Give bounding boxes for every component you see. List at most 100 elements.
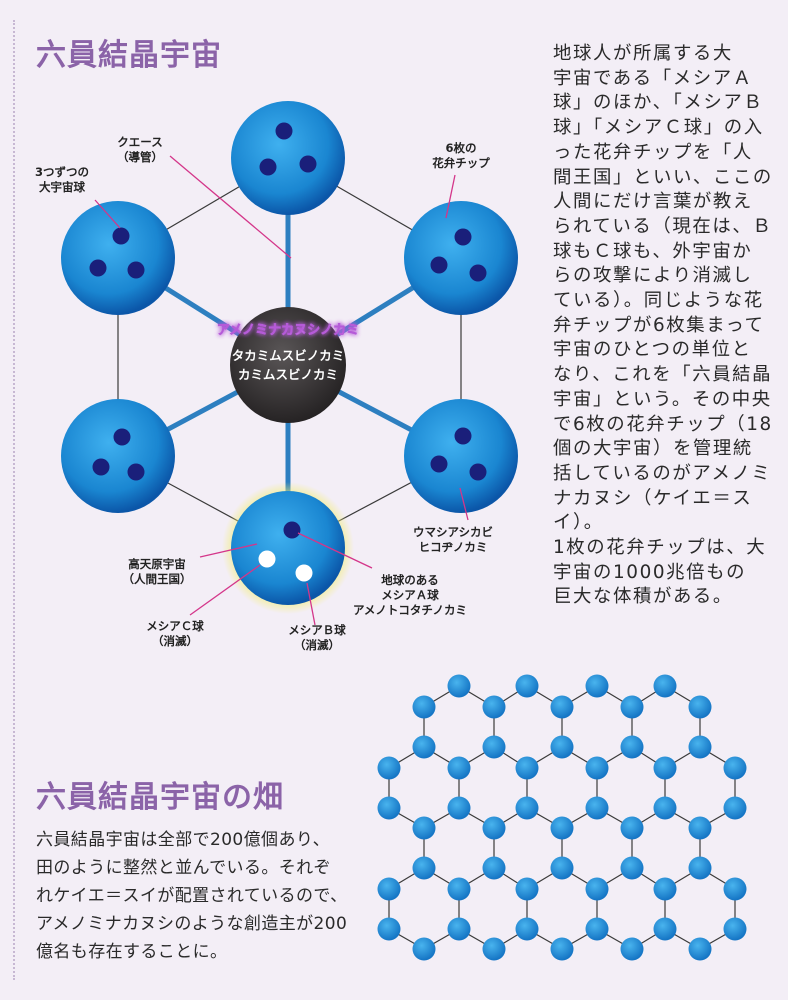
messiah-b-leader-line	[306, 582, 316, 626]
honeycomb-field	[377, 674, 747, 961]
honeycomb-node	[377, 877, 401, 901]
center-sphere	[230, 307, 346, 423]
description-line: 個の大宇宙）を管理統	[553, 438, 753, 460]
honeycomb-node	[723, 756, 747, 780]
kuesu-leader-line	[169, 155, 292, 259]
honeycomb-node	[723, 877, 747, 901]
center-name-takamimusubi: タカミムスビノカミ	[232, 348, 345, 363]
takamagahara-label: 高天原宇宙	[128, 557, 186, 571]
honeycomb-node	[447, 917, 471, 941]
umashiashikabi-label: ウマシアシカビ	[413, 525, 493, 539]
description-line: 巨大な体積がある。	[553, 586, 733, 608]
honeycomb-node	[550, 735, 574, 759]
description-line: 宇宙のひとつの単位と	[553, 339, 752, 361]
field-description-line: 億名も存在することに。	[36, 942, 228, 962]
honeycomb-node	[515, 917, 539, 941]
honeycomb-node	[550, 816, 574, 840]
honeycomb-node	[653, 877, 677, 901]
universe-spheres	[61, 101, 518, 614]
honeycomb-node	[688, 937, 712, 961]
description-line: 地球人が所属する大	[553, 43, 733, 64]
universe-dot	[112, 227, 130, 245]
honeycomb-node	[653, 674, 677, 698]
universe-dot	[275, 122, 293, 140]
universe-dot	[469, 463, 487, 481]
universe-dot	[113, 428, 131, 446]
takamagahara-leader-line	[199, 543, 258, 558]
honeycomb-node	[688, 816, 712, 840]
description-line: 宇宙」という。その中央	[553, 388, 772, 410]
description-line: った花弁チップを「人	[553, 141, 753, 163]
universe-dot	[454, 427, 472, 445]
kuesu-label: （導管）	[117, 150, 163, 164]
three-spheres-label: 大宇宙球	[39, 180, 85, 194]
universe-sphere	[61, 201, 175, 315]
universe-dot	[454, 228, 472, 246]
universe-dot	[259, 158, 277, 176]
messiah-b-label: メシアＢ球	[288, 623, 346, 637]
honeycomb-node	[482, 695, 506, 719]
page-title: 六員結晶宇宙	[36, 38, 222, 73]
honeycomb-node	[585, 917, 609, 941]
umashiashikabi-leader-line	[459, 487, 469, 521]
honeycomb-node	[688, 856, 712, 880]
universe-sphere	[231, 491, 345, 605]
universe-dot	[469, 264, 487, 282]
description-line: なり、これを「六員結晶	[553, 364, 773, 386]
honeycomb-node	[412, 856, 436, 880]
honeycomb-node	[482, 816, 506, 840]
honeycomb-node	[447, 796, 471, 820]
description-line: 球もＣ球も、外宇宙か	[553, 240, 753, 262]
field-description-line: れケイエ＝スイが配置されているので、	[36, 886, 348, 906]
honeycomb-node	[447, 756, 471, 780]
kuesu-label: クエース	[117, 135, 162, 149]
honeycomb-node	[550, 695, 574, 719]
honeycomb-node	[482, 856, 506, 880]
honeycomb-node	[620, 937, 644, 961]
description-line: 括しているのがアメノミ	[553, 462, 772, 484]
description-line: ている）。同じような花	[553, 290, 764, 312]
honeycomb-node	[377, 756, 401, 780]
earth-sphere-label: メシアＡ球	[381, 588, 439, 602]
universe-sphere	[61, 399, 175, 513]
description-line: 1枚の花弁チップは、大	[553, 537, 767, 559]
honeycomb-node	[688, 735, 712, 759]
honeycomb-node	[550, 937, 574, 961]
universe-sphere	[231, 101, 345, 215]
honeycomb-node	[620, 695, 644, 719]
description-line: 人間にだけ言葉が教え	[553, 191, 753, 213]
honeycomb-node	[515, 674, 539, 698]
honeycomb-node	[620, 816, 644, 840]
description-line: ナカヌシ（ケイエ＝スイ）。	[553, 487, 753, 534]
universe-dot	[127, 261, 145, 279]
messiah-c-label: （消滅）	[152, 634, 198, 648]
description-line: らの攻撃により消滅し	[553, 265, 753, 287]
six-chips-label: 花弁チップ	[432, 156, 490, 170]
description-line: 球」のほか、「メシアＢ	[553, 92, 764, 114]
honeycomb-node	[482, 735, 506, 759]
honeycomb-node	[653, 796, 677, 820]
honeycomb-node	[447, 877, 471, 901]
honeycomb-node	[585, 796, 609, 820]
honeycomb-node	[688, 695, 712, 719]
description-line: 宇宙の1000兆倍もの	[553, 561, 747, 583]
honeycomb-node	[653, 756, 677, 780]
description-line: 球」「メシアＣ球」の入	[553, 117, 764, 139]
six-chips-leader-line	[445, 174, 456, 219]
honeycomb-node	[447, 674, 471, 698]
description-line: で6枚の花弁チップ（18	[553, 413, 773, 435]
honeycomb-node	[585, 674, 609, 698]
center-name-amenominakanushi: アメノミナカヌシノカミ	[217, 323, 359, 338]
universe-dot	[127, 463, 145, 481]
honeycomb-node	[515, 877, 539, 901]
callout-labels: クエース（導管）3つずつの大宇宙球6枚の花弁チップウマシアシカビヒコヂノカミ高天…	[35, 135, 493, 652]
description-line: られている（現在は、Ｂ	[553, 215, 773, 237]
description-line: 弁チップが6枚集まって	[553, 314, 765, 336]
honeycomb-node	[585, 877, 609, 901]
universe-dot	[89, 259, 107, 277]
umashiashikabi-label: ヒコヂノカミ	[419, 540, 488, 554]
field-title: 六員結晶宇宙の畑	[36, 780, 284, 815]
universe-dot	[430, 256, 448, 274]
